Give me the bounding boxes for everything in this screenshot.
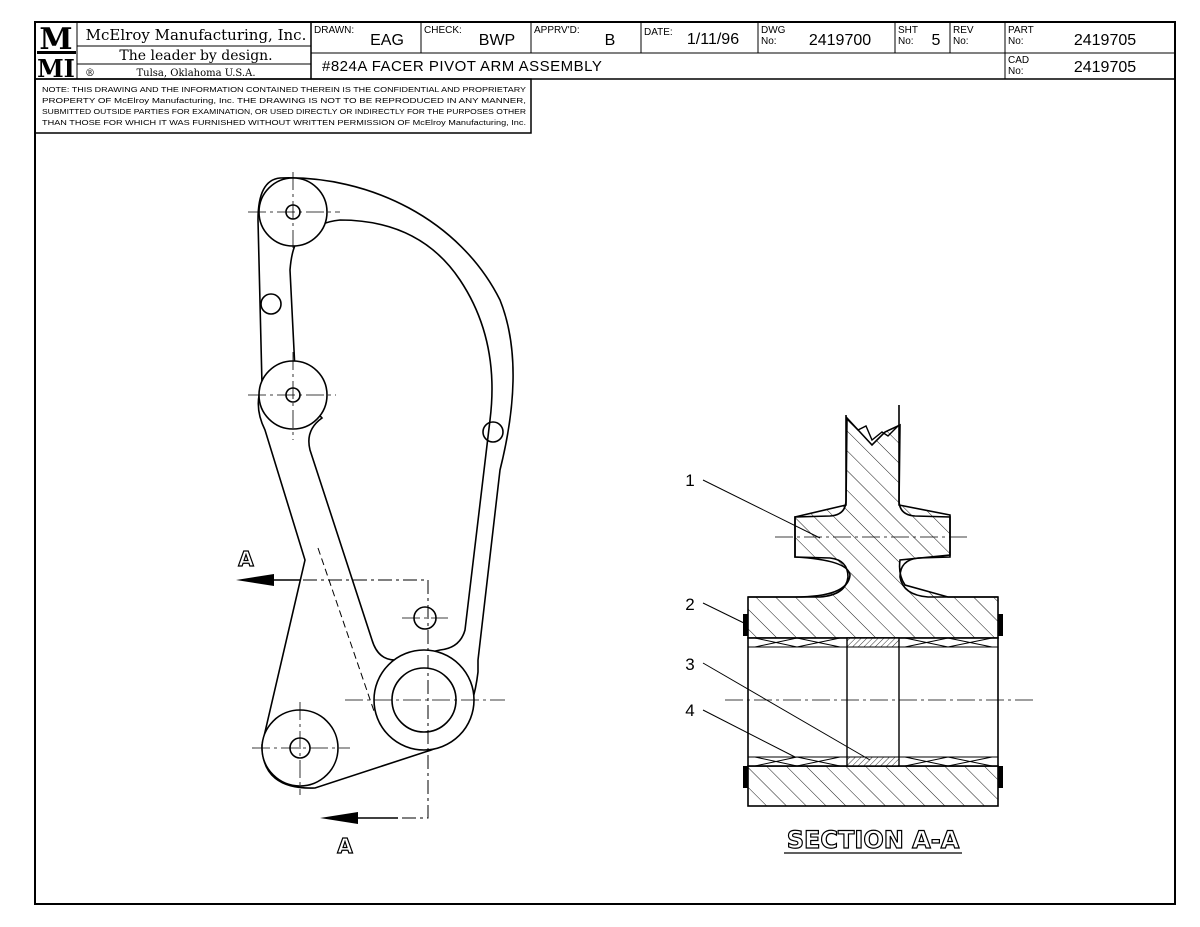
company-name: McElroy Manufacturing, Inc. [86, 26, 307, 44]
dwg-label-2: No: [761, 36, 777, 47]
apprvd-value: B [605, 32, 616, 49]
company-logo: M MI [37, 22, 76, 83]
svg-text:MI: MI [37, 54, 75, 83]
dwg-value: 2419700 [809, 32, 871, 49]
sheet-border [34, 21, 1176, 905]
sht-label-1: SHT [898, 25, 918, 36]
company-slogan: The leader by design. [119, 48, 272, 64]
svg-text:NOTE: THIS DRAWING AND THE INF: NOTE: THIS DRAWING AND THE INFORMATION C… [42, 85, 526, 94]
section-arrows [236, 574, 398, 824]
company-location: Tulsa, Oklahoma U.S.A. [136, 68, 255, 79]
section-cut-line [278, 579, 429, 819]
drawn-label: DRAWN: [314, 25, 354, 36]
arm-centerlines [248, 172, 505, 795]
cad-label-2: No: [1008, 66, 1024, 77]
cad-value: 2419705 [1074, 59, 1136, 76]
dwg-label-1: DWG [761, 25, 786, 36]
date-label: DATE: [644, 27, 673, 38]
part-value: 2419705 [1074, 32, 1136, 49]
check-label: CHECK: [424, 25, 462, 36]
rev-label-2: No: [953, 36, 969, 47]
svg-text:SUBMITTED OUTSIDE PARTIES FOR: SUBMITTED OUTSIDE PARTIES FOR EXAMINATIO… [42, 107, 527, 116]
callout-1: 1 [685, 471, 694, 490]
rev-label-1: REV [953, 25, 974, 36]
hidden-line [317, 547, 376, 715]
section-marker-top: A [238, 547, 254, 571]
callout-2: 2 [685, 595, 694, 614]
part-label-2: No: [1008, 36, 1024, 47]
drawing-title: #824A FACER PIVOT ARM ASSEMBLY [322, 58, 602, 75]
registered-mark: ® [85, 68, 95, 79]
part-label-1: PART [1008, 25, 1034, 36]
drawn-value: EAG [370, 32, 404, 49]
cad-label-1: CAD [1008, 55, 1029, 66]
leader-lines [702, 479, 871, 761]
svg-text:THAN THOSE FOR WHICH IT WAS FU: THAN THOSE FOR WHICH IT WAS FURNISHED WI… [42, 118, 526, 127]
section-view [725, 405, 1035, 807]
sht-value: 5 [932, 32, 941, 49]
confidential-note: NOTE: THIS DRAWING AND THE INFORMATION C… [34, 78, 532, 134]
section-marker-bottom: A [337, 834, 353, 858]
title-block: M MI McElroy Manufacturing, Inc. The lea… [35, 22, 1175, 83]
check-value: BWP [479, 32, 515, 49]
callout-4: 4 [685, 701, 694, 720]
sht-label-2: No: [898, 36, 914, 47]
apprvd-label: APPRV'D: [534, 25, 580, 36]
svg-text:PROPERTY OF McElroy Manufactur: PROPERTY OF McElroy Manufacturing, Inc. … [42, 96, 526, 105]
callout-3: 3 [685, 655, 694, 674]
pivot-arm-view [257, 177, 514, 789]
section-title: SECTION A-A [787, 826, 960, 854]
date-value: 1/11/96 [687, 31, 739, 48]
